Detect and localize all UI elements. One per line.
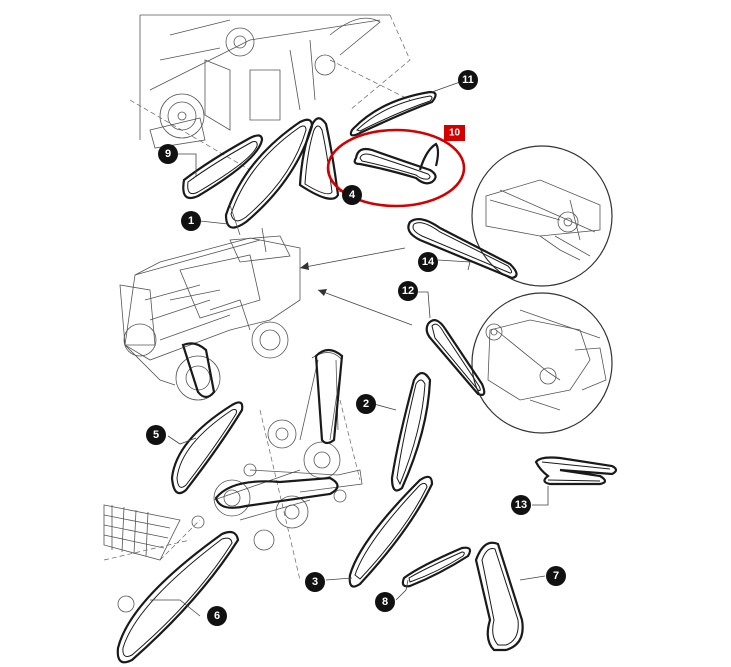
callout-badge-10: 10 <box>444 125 465 141</box>
belt-11 <box>349 90 437 137</box>
callout-label-5: 5 <box>153 429 159 441</box>
callout-badge-2: 2 <box>356 394 376 414</box>
highlight-ellipse <box>326 128 466 208</box>
header-drive-sketch <box>129 14 411 171</box>
callout-label-11: 11 <box>462 74 474 86</box>
belt-12 <box>425 319 486 396</box>
callout-label-4: 4 <box>349 189 356 201</box>
callout-badge-14: 14 <box>418 252 438 272</box>
belt-7 <box>474 541 524 652</box>
belt-3 <box>348 475 434 588</box>
callout-badge-9: 9 <box>158 144 178 164</box>
callout-badge-4: 4 <box>342 185 362 205</box>
straw-walker-sketch <box>103 504 205 613</box>
callout-label-10: 10 <box>449 128 461 139</box>
callout-label-2: 2 <box>363 398 369 410</box>
callout-label-13: 13 <box>515 499 527 511</box>
callout-badge-6: 6 <box>207 606 227 626</box>
callout-label-1: 1 <box>188 215 194 227</box>
belt-5 <box>170 401 244 495</box>
callout-badge-12: 12 <box>398 281 418 301</box>
combine-harvester-sketch <box>119 204 301 401</box>
callout-label-14: 14 <box>422 256 435 268</box>
callout-label-6: 6 <box>214 610 220 622</box>
detail-circle-lower <box>471 292 613 434</box>
callout-badge-5: 5 <box>146 425 166 445</box>
belt-8 <box>401 546 472 588</box>
callout-label-8: 8 <box>382 596 388 608</box>
belt-9 <box>182 134 264 200</box>
callout-badge-11: 11 <box>458 70 478 90</box>
rotor-drive-sketch <box>213 348 363 581</box>
belt-1 <box>224 118 314 229</box>
callout-badge-3: 3 <box>305 572 325 592</box>
callout-label-9: 9 <box>165 148 171 160</box>
callout-label-12: 12 <box>402 285 414 297</box>
callout-label-3: 3 <box>312 576 318 588</box>
belt-6 <box>116 530 240 664</box>
callout-badge-7: 7 <box>546 566 566 586</box>
belt-13 <box>534 456 618 486</box>
belt-14 <box>407 217 518 280</box>
callout-badge-1: 1 <box>181 211 201 231</box>
detail-circle-upper <box>471 145 613 287</box>
belt-2 <box>390 371 432 492</box>
belt-4 <box>298 117 340 200</box>
callout-label-7: 7 <box>553 570 559 582</box>
callout-badge-13: 13 <box>511 495 531 515</box>
belt-10 <box>353 142 440 185</box>
callout-badge-8: 8 <box>375 592 395 612</box>
